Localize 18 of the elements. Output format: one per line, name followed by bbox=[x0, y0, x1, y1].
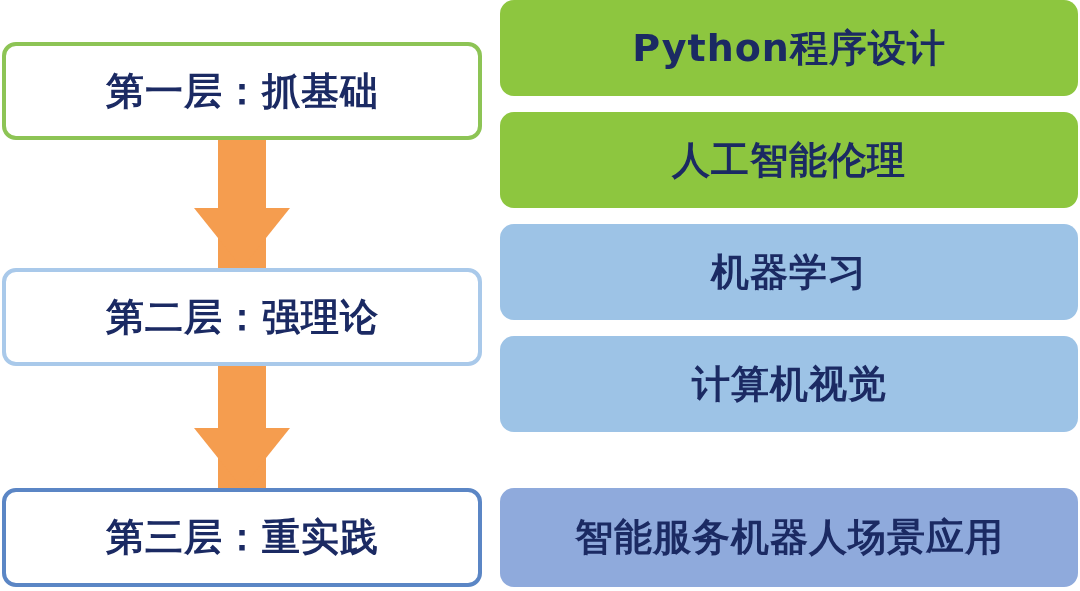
down-arrow bbox=[194, 366, 290, 488]
text-box bbox=[500, 224, 1078, 320]
text-box bbox=[500, 488, 1078, 587]
box-label: Python程序设计 bbox=[632, 24, 946, 72]
box-label: 机器学习 bbox=[711, 248, 867, 296]
text-box bbox=[2, 42, 482, 140]
box-label: 计算机视觉 bbox=[691, 360, 887, 408]
box-label: 人工智能伦理 bbox=[672, 136, 906, 184]
text-box bbox=[2, 268, 482, 366]
box-label: 第一层：抓基础 bbox=[105, 67, 379, 115]
box-label: 第三层：重实践 bbox=[105, 514, 379, 561]
text-box bbox=[500, 336, 1078, 432]
text-box bbox=[2, 488, 482, 587]
down-arrow bbox=[194, 140, 290, 268]
text-box bbox=[500, 0, 1078, 96]
box-label: 智能服务机器人场景应用 bbox=[574, 514, 1004, 561]
text-box bbox=[500, 112, 1078, 208]
box-label: 第二层：强理论 bbox=[105, 293, 379, 341]
